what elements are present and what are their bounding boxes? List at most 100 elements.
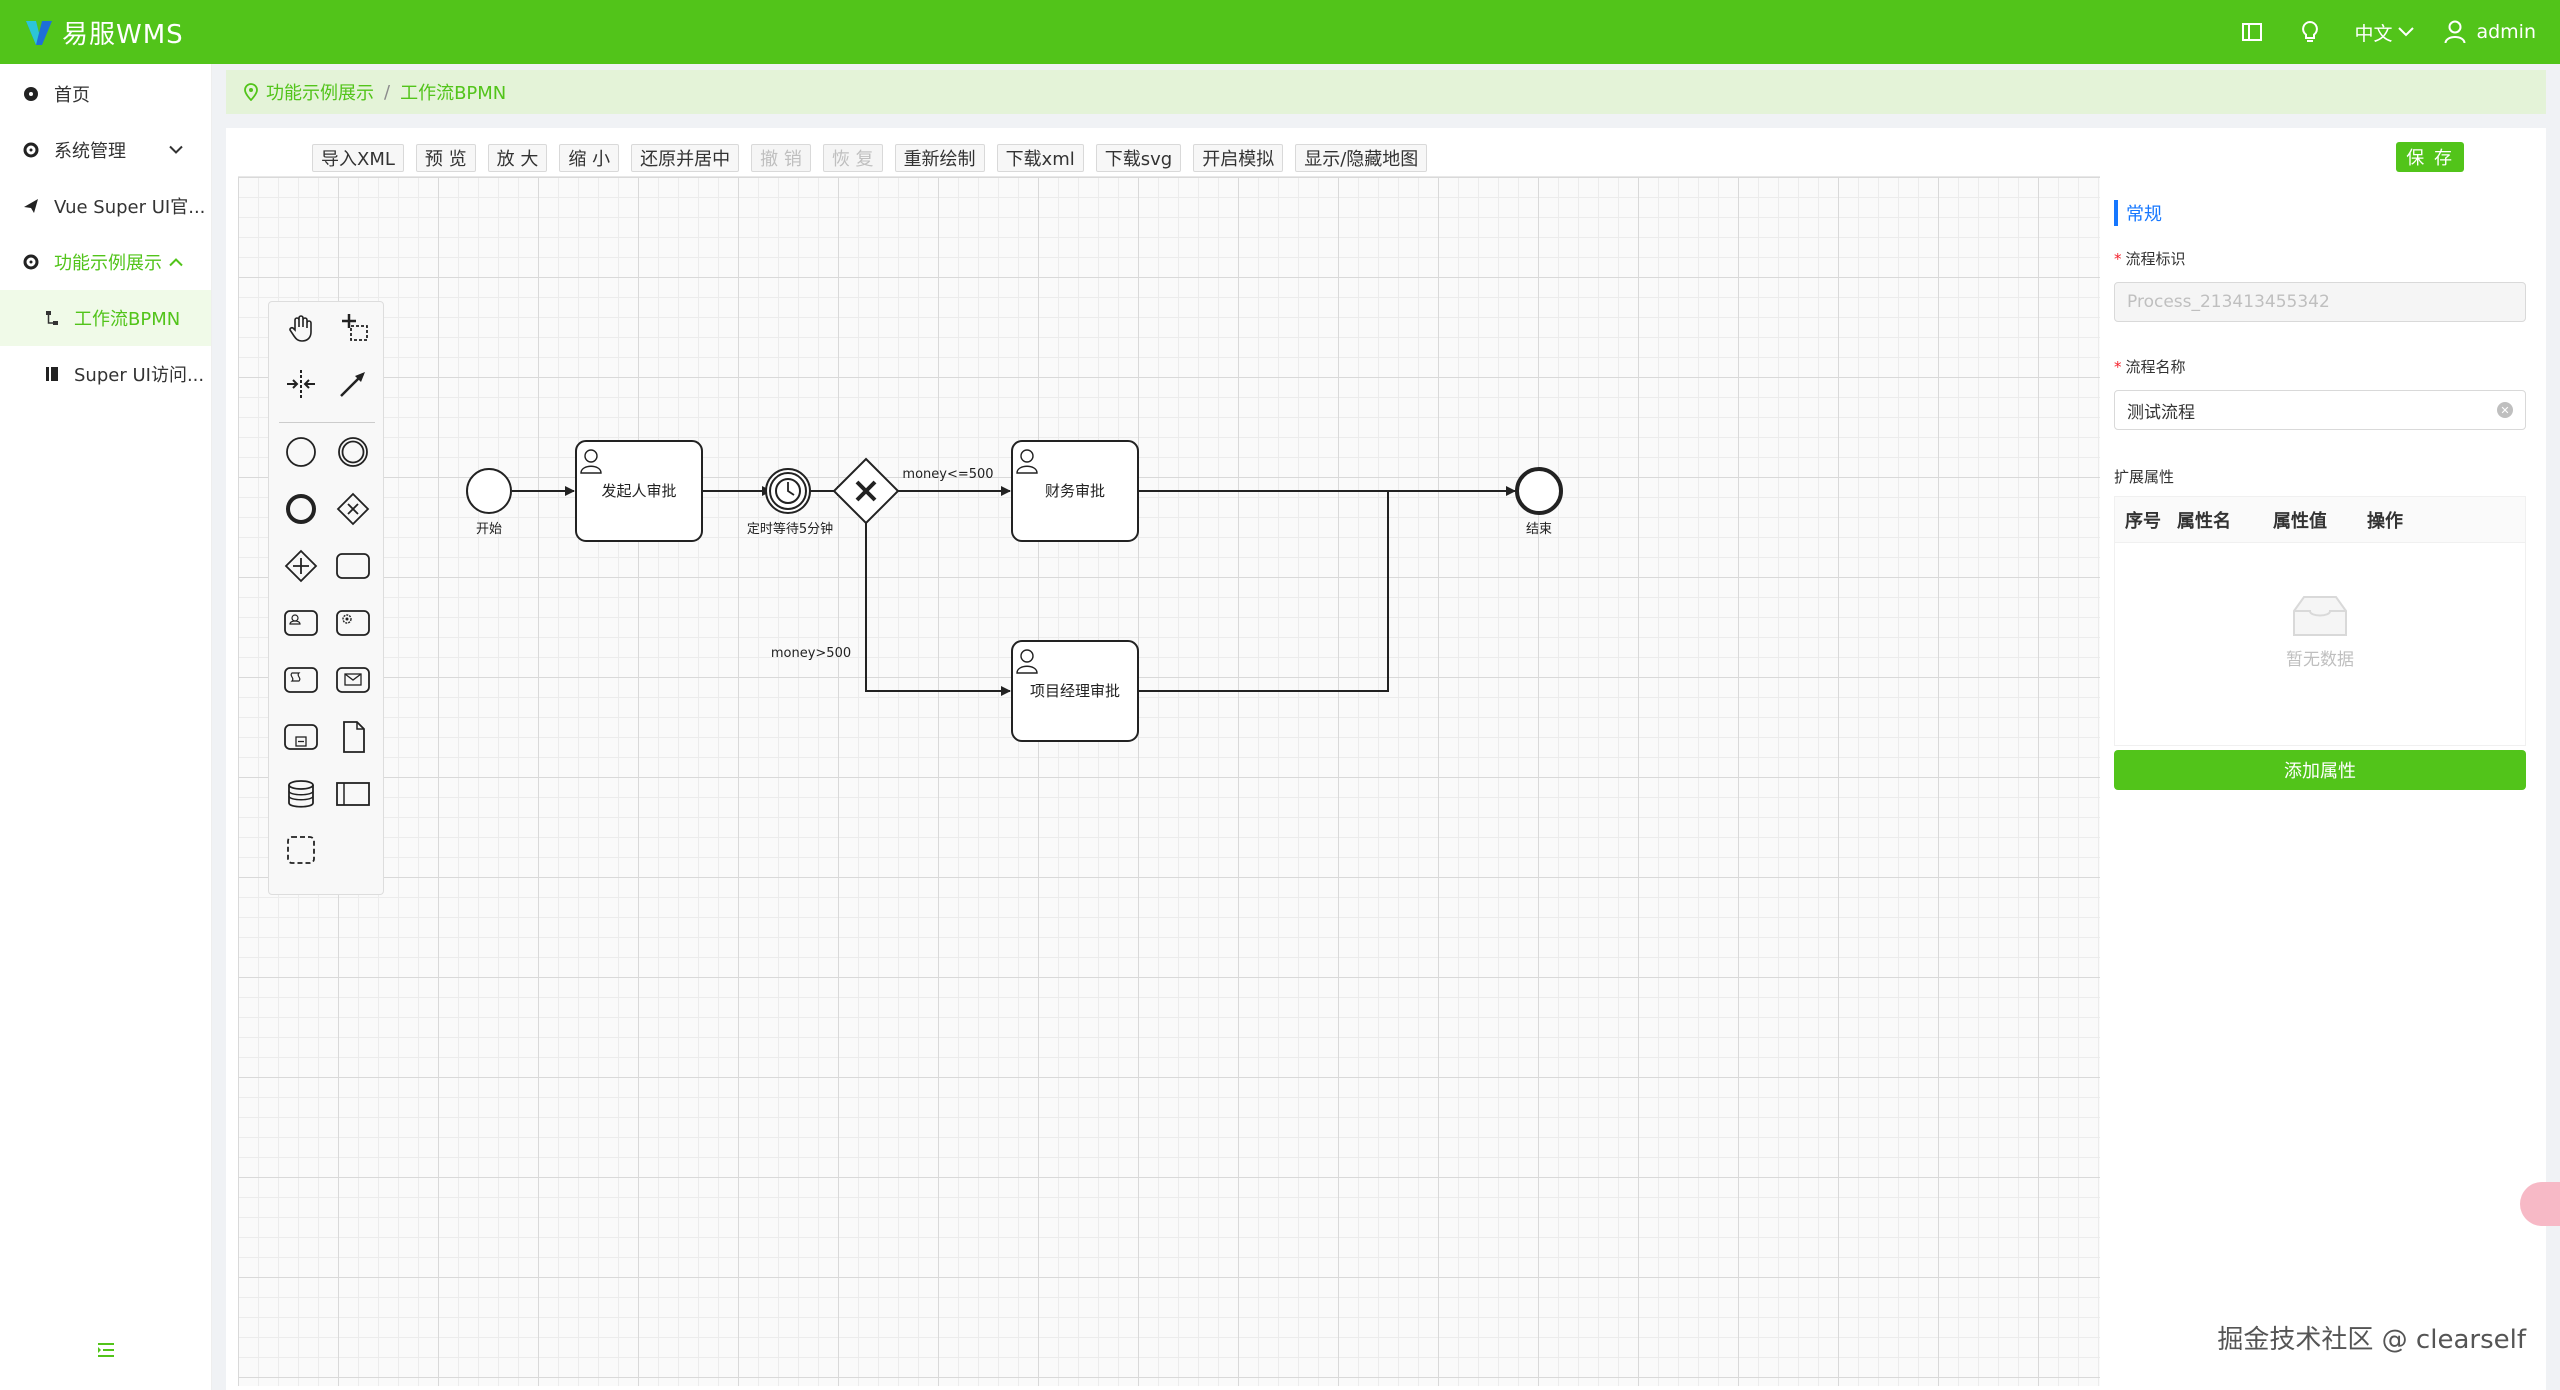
gear-icon [22,141,40,159]
simulate-button[interactable]: 开启模拟 [1193,144,1284,172]
download-xml-button[interactable]: 下载xml [996,144,1084,172]
app-logo[interactable]: 易服WMS [22,0,184,64]
toggle-minimap-button[interactable]: 显示/隐藏地图 [1295,144,1428,172]
sidebar-subitem-label: Super UI访问... [74,365,205,386]
user-name: admin [2476,21,2536,43]
empty-state: 暂无数据 [2115,593,2525,670]
floating-helper-button[interactable] [2520,1182,2560,1226]
zoom-out-button[interactable]: 缩 小 [559,144,620,172]
user-icon [1016,649,1038,674]
column-header: 属性名 [2177,510,2231,532]
sidebar-item-vue-super-ui[interactable]: Vue Super UI官... [0,178,211,234]
exclusive-gateway[interactable] [832,457,900,525]
column-header: 序号 [2125,510,2161,532]
sidebar-item-demos[interactable]: 功能示例展示 [0,234,211,290]
user-task-initiator[interactable]: 发起人审批 [575,440,703,542]
sidebar-item-label: Vue Super UI官... [54,197,206,218]
reset-center-button[interactable]: 还原并居中 [631,144,740,172]
sidebar-item-home[interactable]: 首页 [0,66,211,122]
sidebar-subitem-super-ui[interactable]: Super UI访问... [0,346,211,402]
dashboard-icon [22,85,40,103]
task-label: 项目经理审批 [1030,682,1120,700]
script-task-icon[interactable] [281,660,321,700]
space-tool-icon[interactable] [281,364,321,404]
breadcrumb-current: 工作流BPMN [400,83,507,104]
hand-tool-icon[interactable] [281,308,321,348]
timer-event-label: 定时等待5分钟 [747,521,833,537]
start-event-icon[interactable] [281,432,321,472]
required-mark: * [2114,250,2122,268]
sidebar-item-label: 首页 [54,85,90,106]
data-object-icon[interactable] [333,717,373,757]
process-name-value: 测试流程 [2127,402,2195,423]
group-icon[interactable] [281,830,321,870]
user-icon [1016,449,1038,474]
zoom-in-button[interactable]: 放 大 [487,144,548,172]
chevron-down-icon [169,145,183,154]
redo-button[interactable]: 恢 复 [822,144,883,172]
sidebar-subitem-label: 工作流BPMN [74,309,181,330]
pool-icon[interactable] [333,774,373,814]
process-id-label-text: 流程标识 [2125,250,2186,268]
flow-pm-to-end[interactable] [1139,491,1389,692]
paper-plane-icon [22,197,40,215]
user-menu[interactable]: admin [2444,20,2536,44]
redraw-button[interactable]: 重新绘制 [894,144,985,172]
connect-tool-icon[interactable] [333,364,373,404]
task-label: 财务审批 [1045,482,1105,500]
breadcrumb: 功能示例展示 / 工作流BPMN [226,70,2546,114]
add-property-button[interactable]: 添加属性 [2114,750,2526,790]
exclusive-gateway-icon[interactable] [333,489,373,529]
end-event-label: 结束 [1526,522,1552,537]
clear-icon[interactable]: ✕ [2497,402,2513,418]
column-header: 属性值 [2273,510,2327,532]
service-task-icon[interactable] [333,603,373,643]
sidebar-item-system[interactable]: 系统管理 [0,122,211,178]
language-switcher[interactable]: 中文 [2354,19,2415,46]
chevron-up-icon [169,258,183,267]
end-event-icon[interactable] [281,489,321,529]
properties-panel: 常规 *流程标识 Process_213413455342 *流程名称 测试流程… [2100,176,2546,1386]
parallel-gateway-icon[interactable] [281,546,321,586]
lasso-tool-icon[interactable] [333,308,373,348]
subprocess-icon[interactable] [281,717,321,757]
footer-credit: 掘金技术社区 @ clearself [2217,1325,2526,1355]
process-name-field[interactable]: 测试流程 ✕ [2114,390,2526,430]
sidebar-subitem-bpmn[interactable]: 工作流BPMN [0,290,211,346]
import-xml-button[interactable]: 导入XML [312,144,404,172]
undo-button[interactable]: 撤 销 [751,144,811,172]
extension-props-table: 序号 属性名 属性值 操作 暂无数据 [2114,496,2526,746]
start-event[interactable] [466,468,512,514]
element-palette [268,301,384,895]
message-task-icon[interactable] [333,660,373,700]
bpmn-editor: 导入XML 预 览 放 大 缩 小 还原并居中 撤 销 恢 复 重新绘制 下载x… [226,128,2546,1390]
bpmn-canvas[interactable]: 开始 发起人审批 定时等待5分钟 [238,176,2100,1386]
user-task-icon[interactable] [281,603,321,643]
extension-props-label: 扩展属性 [2114,468,2175,486]
flow-gateway-to-pm[interactable] [865,511,1011,696]
process-id-field[interactable]: Process_213413455342 [2114,282,2526,322]
breadcrumb-parent[interactable]: 功能示例展示 [266,83,374,104]
collapse-sidebar-icon[interactable] [96,1340,116,1360]
save-button[interactable]: 保 存 [2396,142,2464,172]
data-store-icon[interactable] [281,774,321,814]
user-task-finance[interactable]: 财务审批 [1011,440,1139,542]
user-task-pm[interactable]: 项目经理审批 [1011,640,1139,742]
preview-button[interactable]: 预 览 [415,144,476,172]
column-header: 操作 [2367,510,2403,532]
breadcrumb-separator: / [384,81,391,103]
chevron-down-icon [2398,27,2415,37]
task-label: 发起人审批 [601,482,676,500]
layout-icon[interactable] [2238,18,2266,46]
required-mark: * [2114,358,2122,376]
flow-label-low: money<=500 [902,467,993,482]
task-icon[interactable] [333,546,373,586]
section-title[interactable]: 常规 [2114,200,2162,226]
clock-icon [775,478,801,504]
download-svg-button[interactable]: 下载svg [1095,144,1182,172]
bulb-icon[interactable] [2296,18,2324,46]
intermediate-event-icon[interactable] [333,432,373,472]
table-header: 序号 属性名 属性值 操作 [2115,497,2525,543]
end-event[interactable] [1515,467,1563,515]
timer-event[interactable] [765,468,811,514]
